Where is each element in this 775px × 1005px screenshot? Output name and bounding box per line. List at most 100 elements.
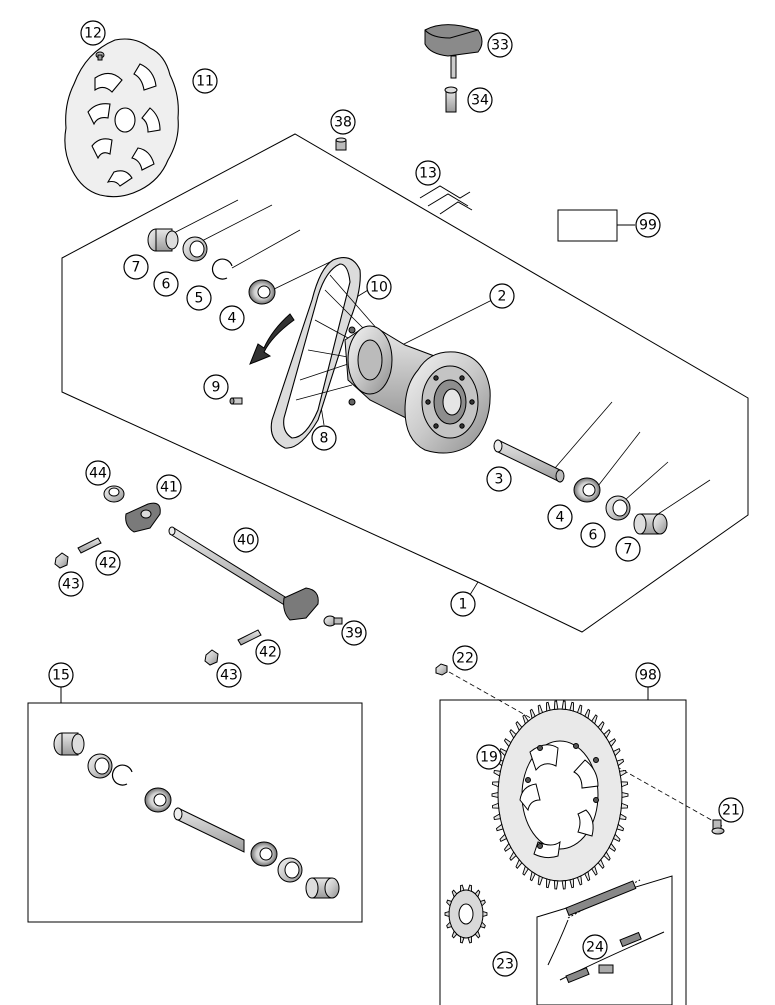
callout-circle [255,639,281,665]
callout-number: 7 [624,542,633,558]
callout-number: 19 [480,750,498,766]
callout-circle [58,571,84,597]
callout-number: 8 [320,431,329,447]
callout-number: 98 [639,668,657,684]
callout-c44: 44 [85,460,111,486]
nut-43a [54,552,69,569]
callout-c13: 13 [415,160,441,186]
circlip-5 [211,258,233,280]
sprocket-tooth [603,729,611,739]
callout-number: 5 [195,291,204,307]
wheel-rim [270,257,361,449]
callout-number: 4 [228,311,237,327]
callout-number: 99 [639,218,657,234]
callout-c9: 9 [203,374,229,400]
callout-c40: 40 [233,527,259,553]
sprocket-tooth [597,721,605,732]
callout-number: 38 [334,115,352,131]
callout-circle [233,527,259,553]
callout-circle [330,109,356,135]
spacer-7-right [633,513,668,535]
front-sprocket [448,889,484,939]
brake-disc [64,38,179,198]
sprocket-tooth [561,880,567,890]
kit-note-box [557,209,635,242]
callout-c1: 1 [450,591,476,617]
callout-circle [123,254,149,280]
sprocket-tooth [503,842,512,852]
left-leader-lines [167,199,711,599]
callout-number: 12 [84,26,102,42]
sprocket-tooth [459,936,465,944]
callout-c5: 5 [186,285,212,311]
sprocket-tooth [459,884,465,892]
rim-lock-clips [419,185,473,215]
callout-circle [487,32,513,58]
callout-c23: 23 [492,951,518,977]
callout-c10: 10 [366,274,392,300]
kit-parts [53,732,340,899]
sprocket-tooth [529,708,536,719]
nut-43b [204,649,219,666]
callout-number: 9 [212,380,221,396]
callout-c43a: 43 [58,571,84,597]
sprocket-tooth [522,865,529,876]
sprocket-tooth [493,813,501,821]
sprocket-tooth [553,880,559,890]
sprocket-tooth [621,792,629,798]
wheel-assembly-frame [61,133,749,633]
callout-circle [85,460,111,486]
callout-c15: 15 [48,662,74,688]
rear-sprocket [498,709,623,882]
sprocket-tooth [608,842,617,852]
sprocket-tooth [612,833,621,842]
sprocket-bolt-21 [711,819,725,835]
sprocket-tooth [515,858,523,869]
valve-insert [444,86,458,113]
sprocket-tooth [591,714,598,725]
callout-number: 34 [471,93,489,109]
spacer-7-left [147,228,179,252]
sprocket-tooth [529,871,536,882]
callout-circle [615,536,641,562]
seal-6-right [605,495,631,521]
callout-c41: 41 [156,474,182,500]
callout-number: 4 [556,510,565,526]
callout-c99: 99 [635,212,661,238]
sprocket-tooth [499,748,508,757]
spoke-nipple-9 [229,397,243,405]
callout-circle [156,474,182,500]
callout-circle [582,934,608,960]
callout-circle [203,374,229,400]
callout-circle [80,20,106,46]
sprocket-teeth [491,700,629,890]
sprocket-tooth [491,792,499,798]
callout-number: 2 [498,289,507,305]
callout-number: 33 [491,38,509,54]
callout-c98: 98 [635,662,661,688]
callout-c4a: 4 [219,305,245,331]
sprocket-tooth [495,823,504,832]
sprocket-tooth [467,936,473,944]
callout-circle [492,951,518,977]
sprocket-tooth [491,802,500,809]
callout-c4b: 4 [547,504,573,530]
sprocket-tooth [444,910,450,918]
callout-number: 1 [459,597,468,613]
sprocket-tooth [620,781,629,788]
callout-circle [48,662,74,688]
chain-master-link [598,964,614,974]
sprocket-tooth [451,930,458,939]
callout-circle [192,68,218,94]
callout-circle [95,550,121,576]
bolt-39 [323,615,343,627]
callout-c22: 22 [452,645,478,671]
callout-c42a: 42 [95,550,121,576]
callout-c38: 38 [330,109,356,135]
spoke-nipple-38 [335,137,347,151]
callout-number: 39 [345,626,363,642]
adjuster-bolt-42a [77,537,102,554]
callout-c33: 33 [487,32,513,58]
sprocket-tooth [612,748,621,757]
sprocket-tooth [576,875,583,886]
